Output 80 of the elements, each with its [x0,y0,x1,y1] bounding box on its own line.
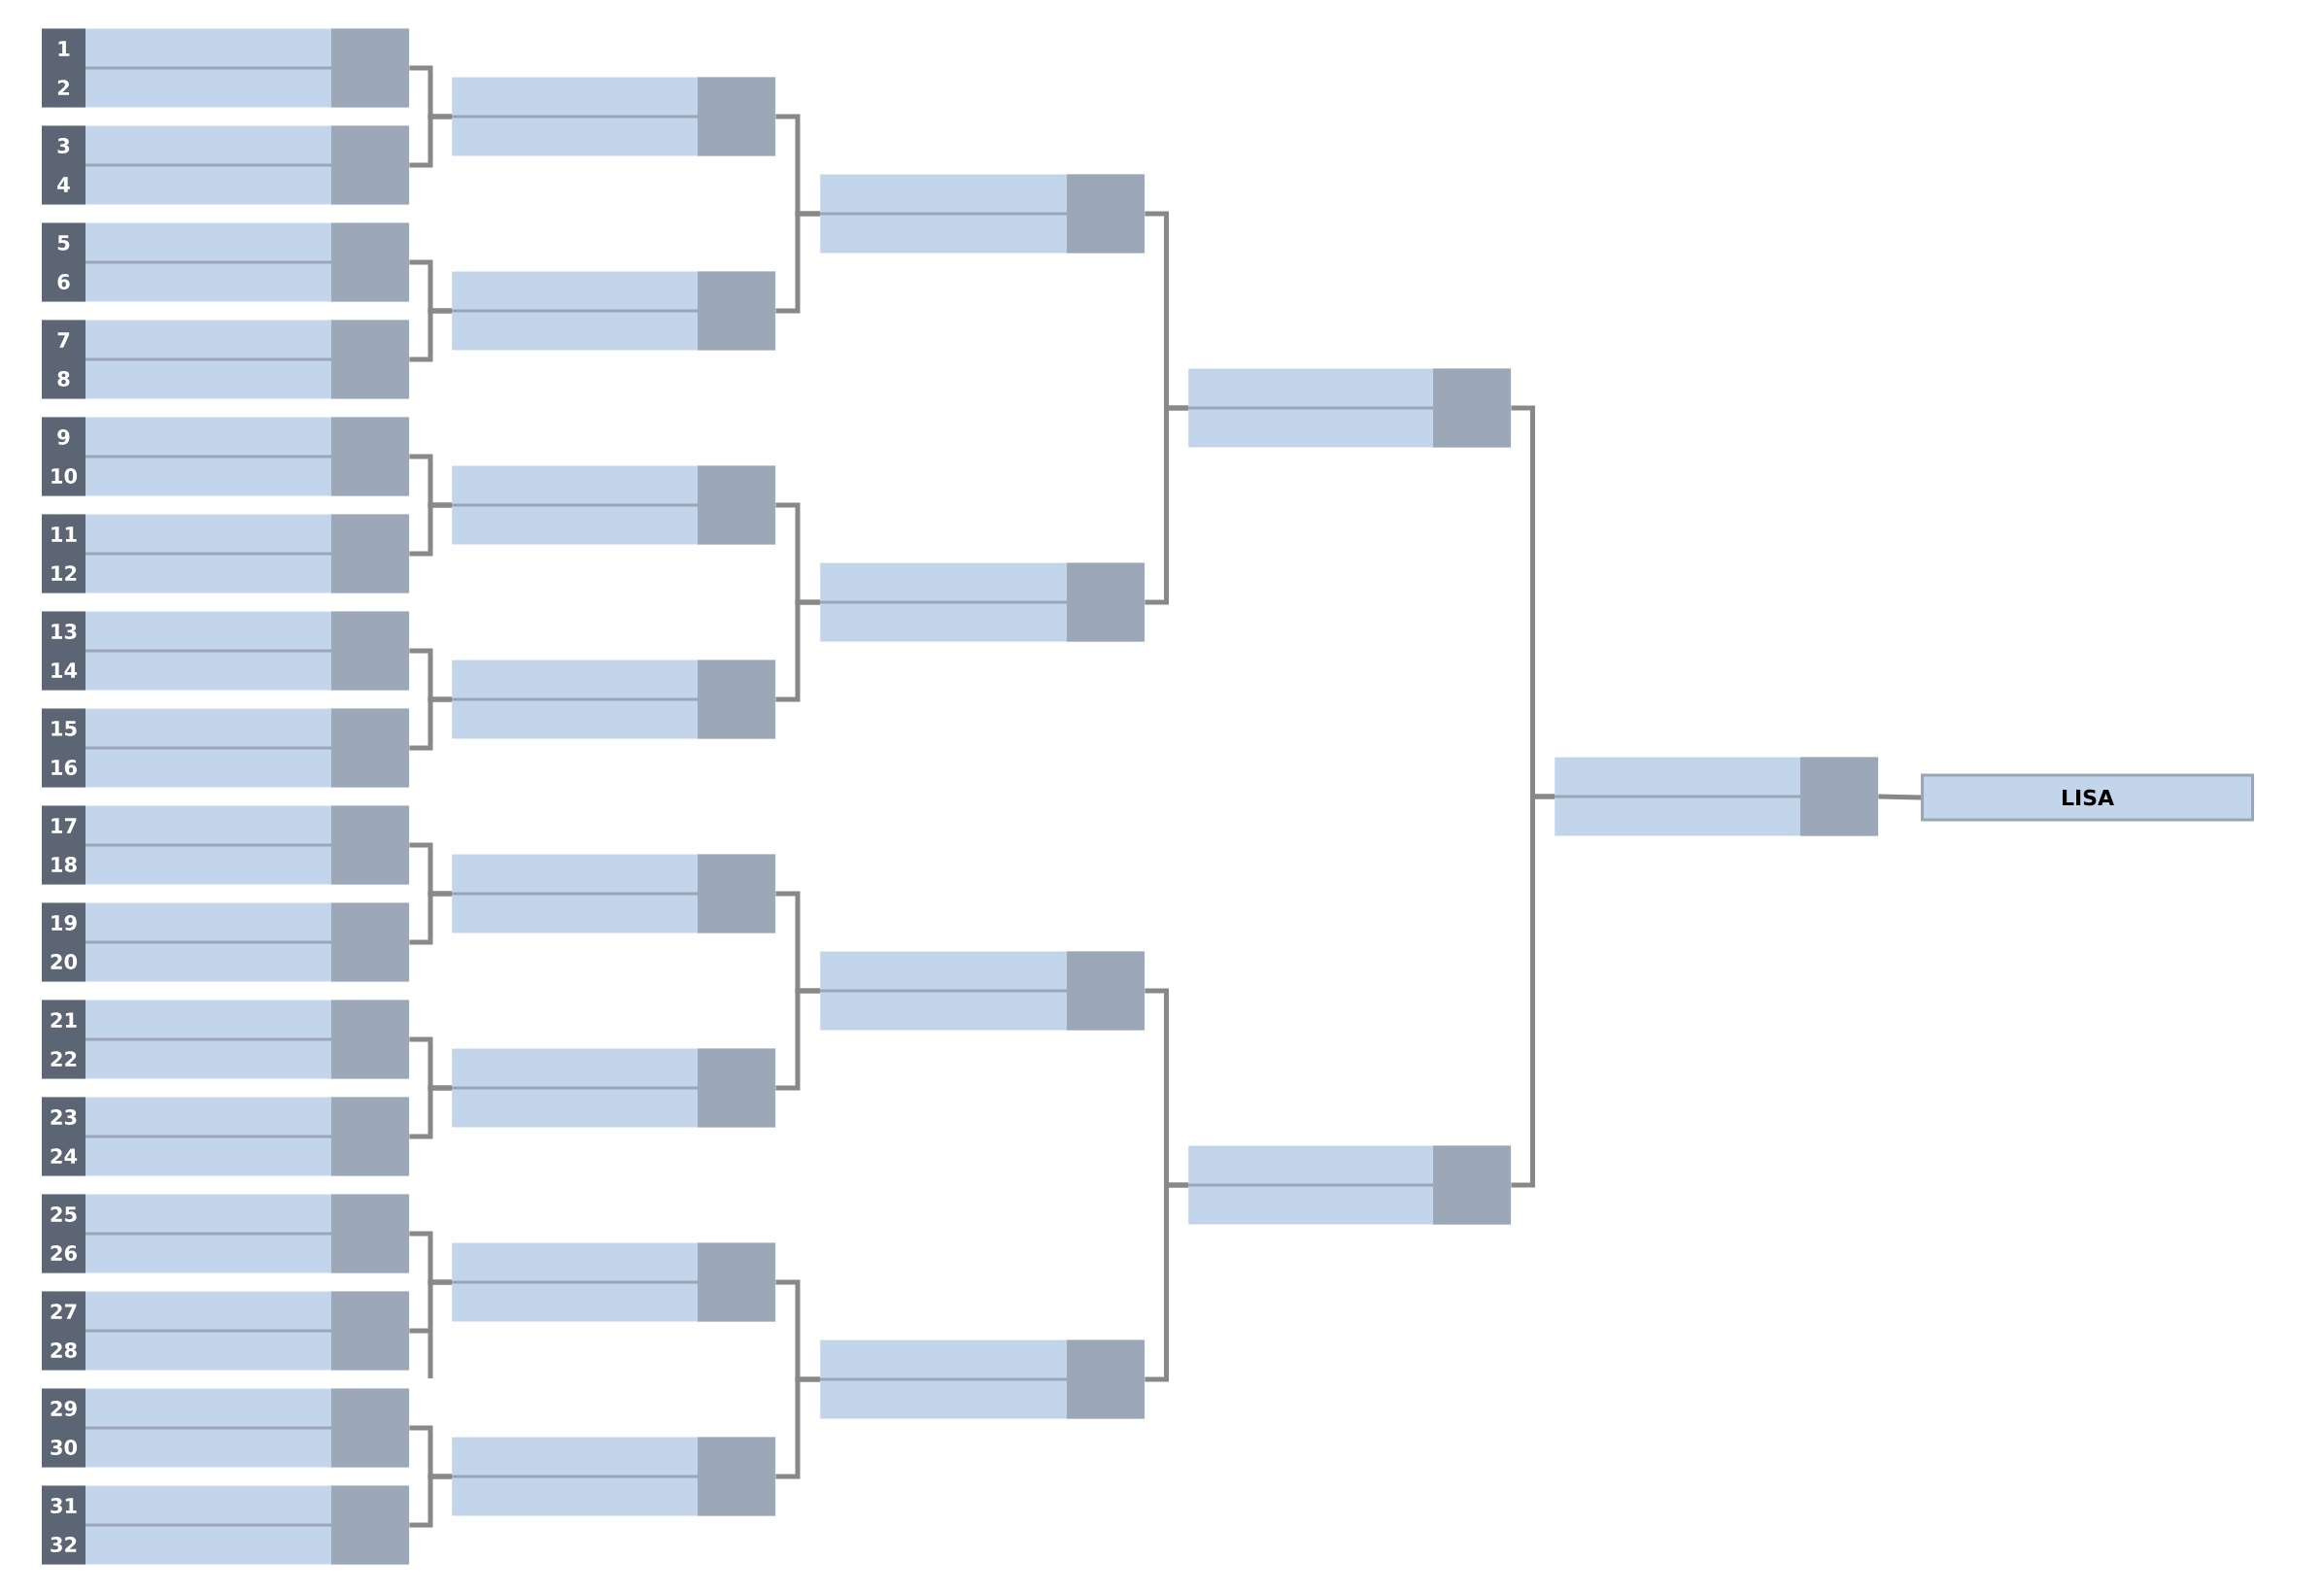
match-box [452,1048,776,1128]
seed-number: 10 [51,468,78,484]
seed-number: 2 [57,80,69,95]
match-box [452,854,776,933]
match-box [1555,757,1879,836]
match-box [1188,368,1512,448]
bracket-line [409,502,452,557]
match-box [42,1097,410,1176]
seed-number: 27 [51,1304,77,1319]
seed-number: 3 [57,138,70,153]
match-box [452,271,776,351]
match-box [820,174,1145,254]
match-box [452,1437,776,1516]
seed-number: 20 [51,954,78,969]
seed-number: 19 [51,915,77,931]
bracket-line [1511,794,1555,1188]
bracket-line [1145,405,1188,605]
match-box [42,1000,410,1079]
match-box [42,611,410,691]
bracket-line [409,696,452,751]
winner-box: LISA [1921,773,2255,822]
match-box [1188,1145,1512,1225]
seed-number: 1 [58,41,70,56]
seed-number: 4 [57,177,70,192]
match-box [42,1485,410,1565]
bracket-line [1878,794,1922,800]
match-box [820,951,1145,1031]
match-box [820,1340,1145,1419]
seed-number: 22 [51,1051,77,1067]
match-box [42,514,410,594]
match-box [42,28,410,108]
match-box [452,465,776,545]
bracket-line [409,1279,452,1381]
seed-number: 5 [57,235,70,251]
bracket-line [409,1085,452,1139]
match-box [42,1194,410,1273]
match-box [42,805,410,885]
bracket-line [409,1474,452,1528]
bracket-line [409,891,452,945]
seed-number: 15 [51,721,77,736]
match-box [42,708,410,788]
seed-number: 25 [51,1206,77,1222]
seed-number: 26 [51,1245,77,1261]
seed-number: 11 [51,526,77,542]
seed-number: 23 [51,1109,77,1125]
seed-number: 14 [51,662,78,678]
match-box [452,660,776,739]
seed-number: 24 [51,1148,78,1164]
match-box [42,320,410,399]
match-box [452,1242,776,1322]
match-box [42,902,410,982]
match-box [42,1388,410,1468]
seed-number: 13 [51,624,77,639]
bracket-line [775,211,820,314]
seed-number: 30 [51,1440,78,1455]
seed-number: 32 [51,1537,77,1552]
bracket-line [1145,1182,1188,1382]
seed-number: 21 [51,1012,77,1028]
bracket-line [409,114,452,168]
match-box [820,562,1145,642]
seed-number: 29 [51,1401,77,1416]
bracket-line [775,988,820,1091]
seed-number: 8 [57,371,70,387]
match-box [452,77,776,156]
bracket-line [775,1376,820,1479]
seed-number: 17 [51,818,77,833]
seed-number: 9 [57,429,70,445]
match-box [42,125,410,205]
bracket-line [409,308,452,362]
seed-number: 6 [57,274,70,289]
bracket-line [775,599,820,702]
seed-number: 31 [51,1498,77,1513]
seed-number: 16 [51,760,77,775]
seed-number: 28 [51,1342,77,1358]
match-box [42,222,410,302]
seed-number: 18 [51,857,77,872]
seed-number: 7 [57,332,70,348]
match-box [42,417,410,496]
seed-number: 12 [51,565,77,581]
match-box [42,1291,410,1371]
